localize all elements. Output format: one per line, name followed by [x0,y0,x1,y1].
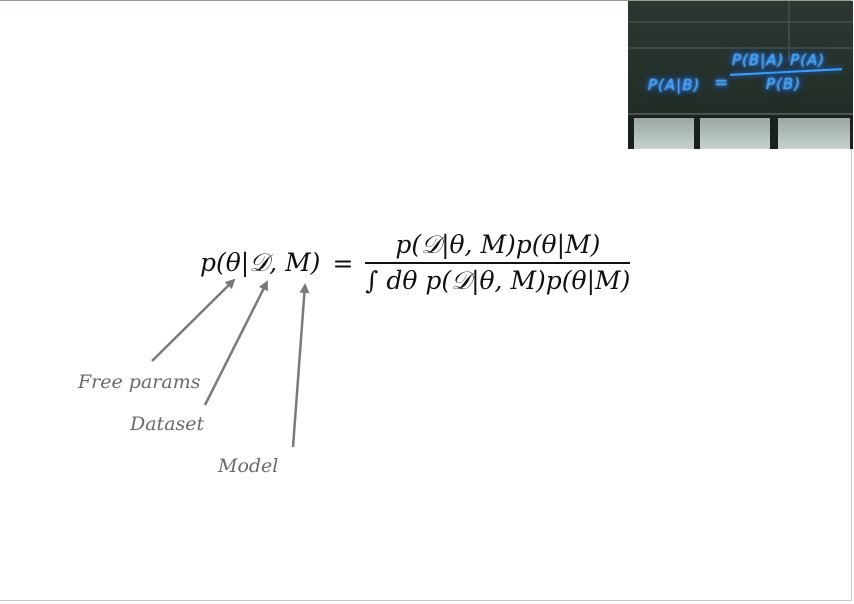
formula-denominator: ∫ dθ p(𝒟|θ, M)p(θ|M) [365,266,631,295]
label-model: Model [218,455,279,477]
bayes-formula: p(θ|𝒟, M) = p(𝒟|θ, M)p(θ|M) ∫ dθ p(𝒟|θ, … [200,223,631,303]
label-free-params: Free params [78,371,201,393]
formula-numerator: p(𝒟|θ, M)p(θ|M) [395,230,601,259]
neon-sign-photo: P(A|B) = P(B|A) P(A) P(B) [628,1,853,149]
formula-equals: = [332,248,354,278]
fraction-bar [365,262,631,264]
neon-numerator: P(B|A) P(A) [732,51,826,69]
arrow-model [291,283,310,448]
neon-lhs: P(A|B) [648,76,701,94]
formula-fraction: p(𝒟|θ, M)p(θ|M) ∫ dθ p(𝒟|θ, M)p(θ|M) [365,230,631,296]
neon-denominator: P(B) [766,75,802,93]
label-dataset: Dataset [130,413,205,435]
formula-lhs: p(θ|𝒟, M) [200,248,321,277]
neon-equals: = [714,73,730,93]
